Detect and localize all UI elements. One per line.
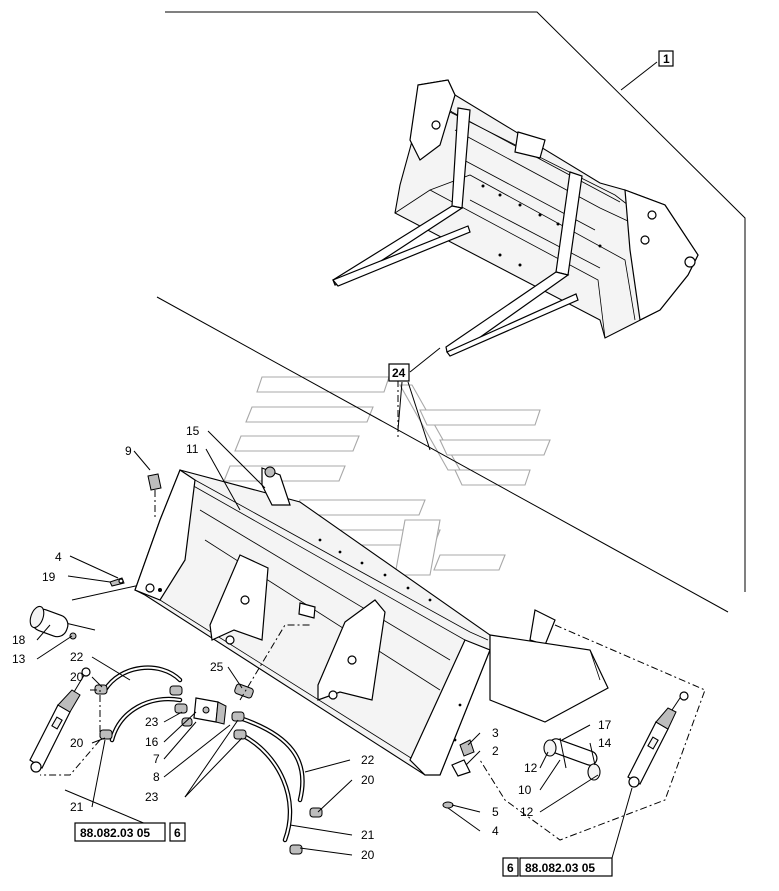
washer-icon bbox=[442, 801, 454, 809]
leader-lines bbox=[36, 61, 658, 859]
callout-20-left: 20 bbox=[70, 736, 84, 750]
hydraulic-cylinder-icon bbox=[29, 667, 91, 773]
callout-20-top-left: 20 bbox=[70, 670, 84, 684]
callout-11: 11 bbox=[186, 442, 199, 456]
callout-12-bottom: 12 bbox=[520, 805, 534, 819]
callout-9: 9 bbox=[125, 444, 132, 458]
callout-13: 13 bbox=[12, 652, 26, 666]
callout-22-right: 22 bbox=[361, 753, 375, 767]
callout-23-bottom: 23 bbox=[145, 790, 159, 804]
callout-22-left: 22 bbox=[70, 650, 84, 664]
callout-20-bottom: 20 bbox=[361, 848, 375, 862]
grease-fitting-icon bbox=[451, 739, 475, 777]
callout-4-bottom: 4 bbox=[492, 824, 499, 838]
reference-page-box-right bbox=[502, 857, 519, 877]
callout-box bbox=[388, 363, 410, 382]
callout-5: 5 bbox=[492, 805, 499, 819]
callout-21-left: 21 bbox=[70, 800, 84, 814]
hose-icon bbox=[94, 665, 193, 743]
pin-assembly-icon bbox=[543, 737, 601, 781]
reference-box-left[interactable] bbox=[74, 822, 166, 842]
callout-19: 19 bbox=[42, 570, 56, 584]
callout-12-top: 12 bbox=[524, 761, 538, 775]
pin-icon bbox=[29, 605, 77, 640]
reference-left[interactable]: 88.082.03 05 6 bbox=[74, 822, 186, 842]
callout-6-right: 6 bbox=[507, 861, 514, 875]
bolt-icon bbox=[109, 577, 125, 587]
reference-box-right[interactable] bbox=[519, 857, 613, 877]
callout-17: 17 bbox=[598, 718, 612, 732]
callout-10: 10 bbox=[518, 783, 532, 797]
pallet-fork-bucket-icon bbox=[332, 79, 699, 357]
callout-1: 1 bbox=[663, 52, 670, 66]
hydraulic-cylinder-icon bbox=[627, 691, 689, 788]
reference-page-box-left bbox=[169, 822, 186, 842]
callout-23-top: 23 bbox=[145, 715, 159, 729]
reference-code-right: 88.082.03 05 bbox=[525, 861, 595, 875]
callout-21-right: 21 bbox=[361, 828, 375, 842]
reference-code-left: 88.082.03 05 bbox=[80, 826, 150, 840]
callout-6-left: 6 bbox=[174, 826, 181, 840]
callout-18: 18 bbox=[12, 633, 26, 647]
callout-3: 3 bbox=[492, 726, 499, 740]
wear-block-icon bbox=[147, 473, 162, 491]
callout-8: 8 bbox=[153, 770, 160, 784]
callout-2: 2 bbox=[492, 744, 499, 758]
callout-20-right: 20 bbox=[361, 773, 375, 787]
hose-icon bbox=[231, 711, 323, 855]
callout-4-top: 4 bbox=[55, 550, 62, 564]
loader-bucket-icon bbox=[134, 466, 609, 776]
callout-7: 7 bbox=[153, 752, 160, 766]
callout-box bbox=[658, 50, 674, 67]
callout-25: 25 bbox=[210, 660, 224, 674]
callout-24: 24 bbox=[392, 366, 406, 380]
valve-block-icon bbox=[193, 697, 227, 725]
callout-14: 14 bbox=[598, 736, 612, 750]
reference-right[interactable]: 6 88.082.03 05 bbox=[502, 857, 613, 877]
callout-labels: 1 24 15 11 9 4 19 18 13 22 20 25 23 16 7… bbox=[12, 50, 674, 862]
callout-15: 15 bbox=[186, 424, 200, 438]
spring-icon bbox=[234, 683, 254, 699]
callout-16: 16 bbox=[145, 735, 159, 749]
